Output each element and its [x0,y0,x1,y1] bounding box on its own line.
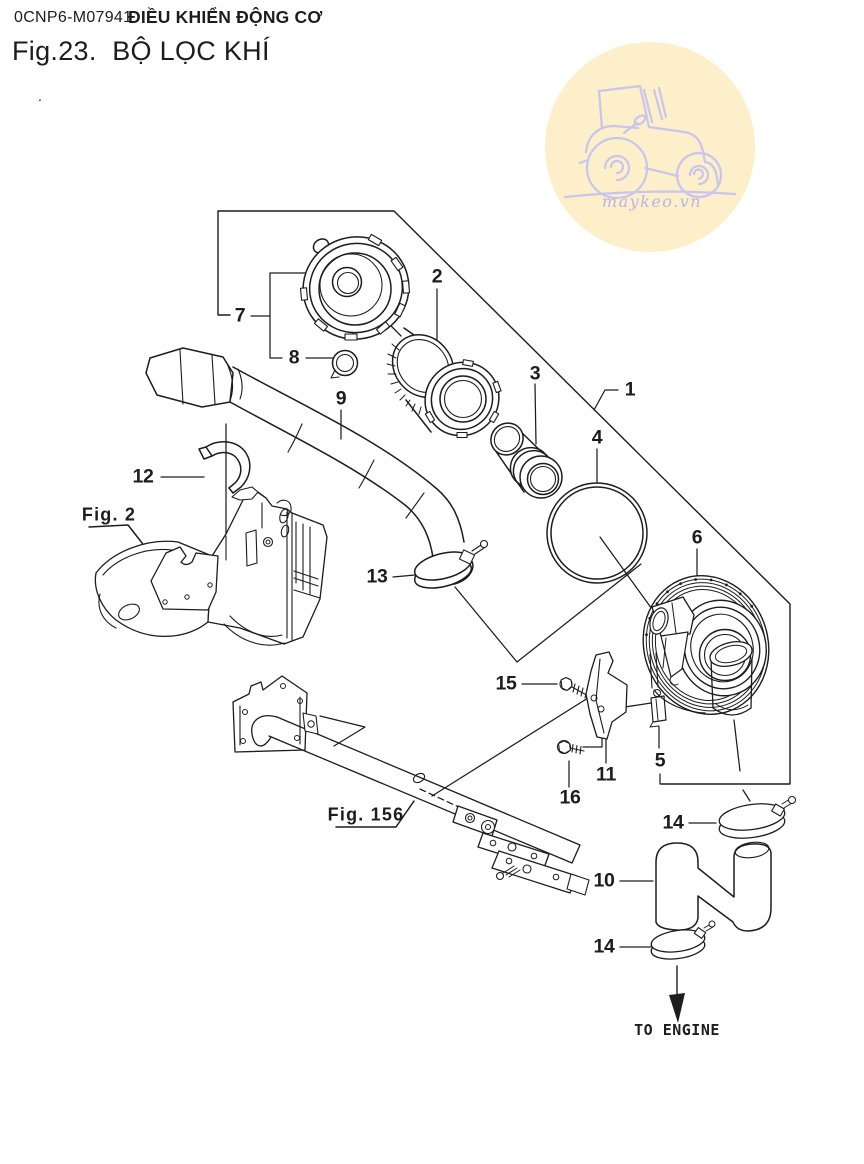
part-10-elbow-hose [655,841,772,932]
part-15-bolt [559,676,591,699]
callout-9: 9 [335,387,347,410]
part-16-bolt [556,739,585,755]
callout-5: 5 [654,749,666,772]
callout-8: 8 [288,346,300,369]
callout-16: 16 [559,786,581,809]
to-engine-label: TO ENGINE [634,1021,720,1039]
figure-ref-fig2: Fig. 2 [81,504,137,525]
callout-15: 15 [495,672,517,695]
part-14-clamp-lower [650,920,716,960]
callout-10: 10 [593,869,615,892]
part-8-grommet [330,349,359,379]
callout-13: 13 [366,565,388,588]
tractor-watermark-icon [563,84,737,200]
part-9-intake-pipe [145,347,474,586]
part-12-hook-clip [198,441,251,494]
doc-code: 0CNP6-M07941 [14,9,133,26]
callout-6: 6 [691,526,703,549]
watermark-badge [545,42,755,252]
page-title: Fig.23. BỘ LỌC KHÍ [12,36,270,66]
part-3-inner-tube [490,422,563,499]
fig2-chassis-body [94,486,328,646]
fig156-support-rod [232,675,590,896]
callout-2: 2 [431,265,443,288]
part-4-seal-ring [546,482,648,584]
part-7-filter-cover [299,233,411,341]
watermark-text: maykeo.vn [602,192,702,211]
part-14-clamp-upper [718,796,796,839]
rivet-dots [645,578,754,637]
part-2-filter-element [386,327,502,439]
section-title: ĐIỀU KHIỂN ĐỘNG CƠ [128,7,323,27]
callout-1: 1 [624,378,636,401]
part-6-air-cleaner-body [642,575,770,716]
figure-ref-fig156: Fig. 156 [327,804,405,825]
part-11-bracket [585,651,628,740]
callout-12: 12 [132,465,154,488]
callout-7: 7 [234,304,246,327]
callout-14-lower: 14 [593,935,615,958]
to-engine-arrow-icon [669,965,685,1023]
callout-4: 4 [591,426,603,449]
part-13-hose-clamp [413,539,489,589]
callout-3: 3 [529,362,541,385]
callout-14-upper: 14 [662,811,684,834]
stray-mark: . [38,88,42,104]
callout-11: 11 [595,763,617,786]
